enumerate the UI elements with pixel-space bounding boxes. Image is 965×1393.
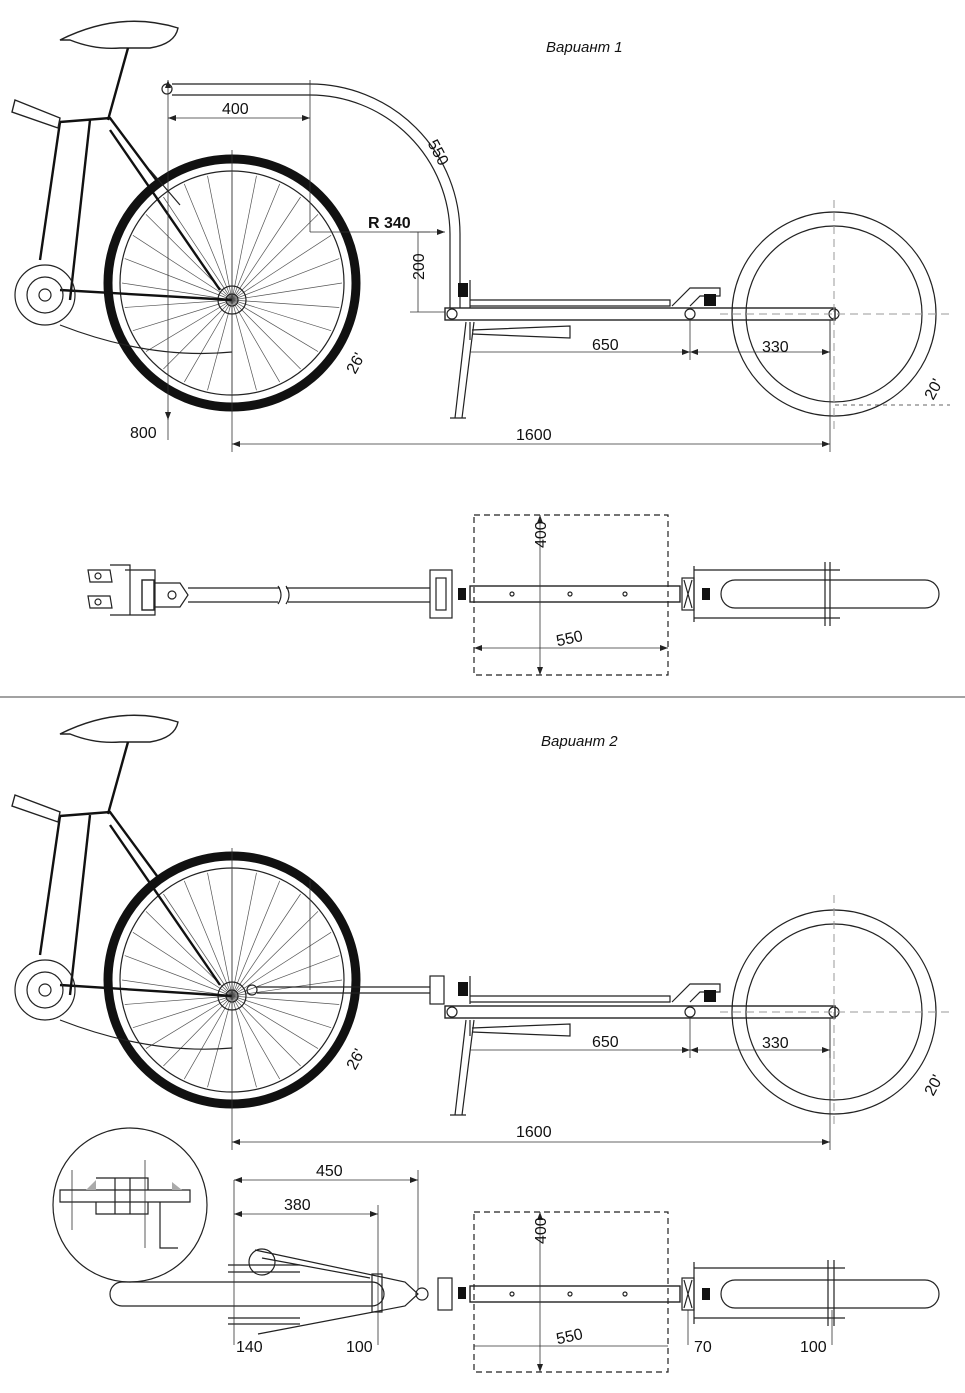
wheel-spoke [132, 234, 233, 301]
v1-bicycle-frame [11, 20, 233, 355]
wheel-spoke [124, 258, 233, 301]
wheel-spoke [145, 995, 233, 1049]
wheel-spoke [231, 214, 319, 301]
wheel-spoke [231, 258, 340, 301]
wheel-spoke [231, 995, 301, 1067]
variant2-top-view: 450 380 140 100 400 550 70 100 [52, 1127, 940, 1373]
v2-bicycle-frame [11, 714, 233, 1050]
v2-dim-70: 70 [694, 1339, 712, 1356]
v2-wheel-clamp-top [109, 1248, 429, 1335]
v2-top-400: 400 [533, 1217, 550, 1244]
v1-top-550: 550 [555, 628, 585, 650]
v1-top-400: 400 [533, 521, 550, 548]
v2-wheel-20: 20' [922, 1072, 947, 1098]
wheel-spoke [163, 893, 233, 997]
wheel-spoke [132, 299, 233, 332]
wheel-spoke [231, 282, 343, 301]
wheel-spoke [121, 282, 233, 301]
v1-wheel-26: 26' [344, 350, 369, 376]
v1-trailer-wheel [720, 200, 950, 430]
v1-trailer-frame [161, 83, 840, 419]
wheel-spoke [124, 955, 233, 997]
v1-dim-800: 800 [130, 425, 157, 442]
wheel-spoke [231, 872, 257, 997]
wheel-spoke [124, 995, 233, 1005]
wheel-spoke [231, 183, 281, 301]
wheel-spoke [231, 995, 281, 1080]
wheel-spoke [231, 995, 257, 1088]
variant2-title: Вариант 2 [541, 733, 618, 750]
v2-dim-100a: 100 [346, 1339, 373, 1356]
v1-dim-400: 400 [222, 101, 249, 118]
variant1-side-view: Вариант 1 [11, 20, 950, 452]
wheel-spoke [231, 299, 257, 391]
v2-dim-650: 650 [592, 1034, 619, 1051]
v2-wheel-26: 26' [344, 1046, 369, 1072]
v2-detail-circle [52, 1127, 208, 1283]
wheel-spoke [231, 175, 257, 301]
v2-dimension-lines-top [233, 1170, 833, 1345]
v2-top-550: 550 [555, 1326, 585, 1348]
variant1-top-view: 400 550 [87, 514, 940, 676]
wheel-spoke [231, 196, 301, 301]
wheel-spoke [231, 893, 301, 997]
v1-hitch-top [87, 564, 189, 616]
wheel-spoke [207, 995, 233, 1088]
wheel-spoke [207, 872, 233, 997]
v2-cargo-area [473, 1211, 669, 1373]
v1-dim-330: 330 [762, 339, 789, 356]
wheel-spoke [132, 931, 233, 997]
v2-dimension-lines [231, 848, 831, 1150]
v2-dim-140: 140 [236, 1339, 263, 1356]
wheel-spoke [231, 911, 319, 997]
v1-dim-200: 200 [411, 253, 428, 280]
wheel-spoke [231, 995, 319, 1049]
wheel-spoke [207, 299, 233, 391]
wheel-spoke [163, 196, 233, 301]
v1-dim-1600: 1600 [516, 427, 552, 444]
wheel-spoke [231, 299, 301, 370]
wheel-spoke [231, 979, 343, 997]
v2-trailer-top [437, 1260, 940, 1326]
variant1-title: Вариант 1 [546, 39, 623, 56]
wheel-spoke [231, 299, 281, 383]
wheel-spoke [231, 234, 332, 301]
v1-dim-550: 550 [424, 137, 452, 169]
variant2-side-view: Вариант 2 [11, 714, 950, 1150]
wheel-spoke [231, 299, 332, 332]
wheel-spoke [231, 299, 340, 308]
v2-trailer-wheel [720, 895, 950, 1128]
wheel-spoke [163, 299, 233, 370]
wheel-spoke [121, 979, 233, 997]
v1-wheel-20: 20' [922, 376, 947, 402]
v1-dimension-lines [165, 80, 950, 452]
wheel-spoke [231, 995, 332, 1029]
wheel-spoke [183, 183, 233, 301]
wheel-spoke [183, 880, 233, 997]
wheel-spoke [207, 175, 233, 301]
wheel-spoke [231, 931, 332, 997]
wheel-spoke [124, 299, 233, 308]
wheel-spoke [145, 299, 233, 352]
v2-dim-100b: 100 [800, 1339, 827, 1356]
v2-dim-450: 450 [316, 1163, 343, 1180]
wheel-spoke [163, 995, 233, 1067]
wheel-spoke [183, 299, 233, 383]
wheel-spoke [231, 955, 340, 997]
v1-dim-650: 650 [592, 337, 619, 354]
v2-dim-380: 380 [284, 1197, 311, 1214]
wheel-spoke [132, 995, 233, 1029]
v1-dim-r340: R 340 [368, 215, 411, 232]
v2-dim-330: 330 [762, 1035, 789, 1052]
wheel-spoke [231, 880, 281, 997]
wheel-spoke [231, 299, 319, 352]
v2-dim-1600: 1600 [516, 1124, 552, 1141]
v2-trailer-frame [246, 975, 840, 1116]
v1-trailer-top [429, 562, 940, 626]
v1-cargo-area [473, 514, 669, 676]
wheel-spoke [183, 995, 233, 1080]
wheel-spoke [231, 995, 340, 1005]
